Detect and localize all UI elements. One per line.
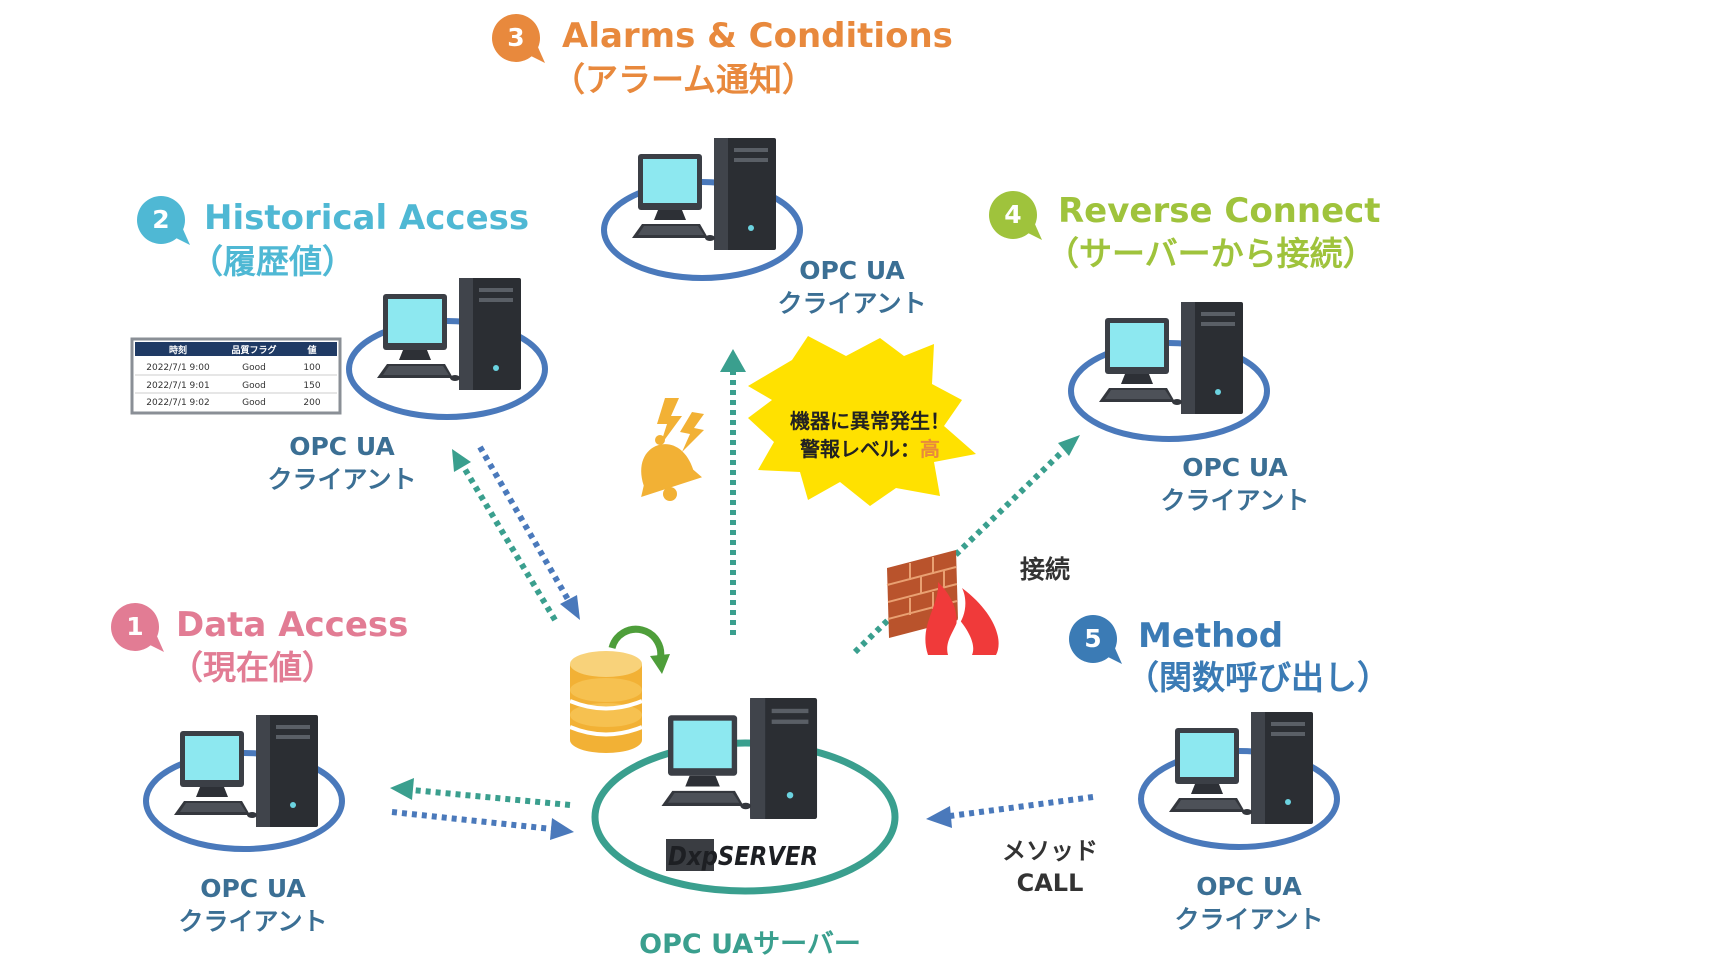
table-cell: 2022/7/1 9:01 bbox=[146, 381, 210, 391]
table-cell: Good bbox=[242, 381, 266, 391]
reverse-connect-label: 接続 bbox=[1020, 555, 1071, 584]
alarm-message-line2: 警報レベル：高 bbox=[770, 435, 970, 463]
client-label-line2: クライアント bbox=[267, 465, 417, 494]
feature-number: 4 bbox=[1004, 200, 1022, 229]
feature-number: 5 bbox=[1084, 624, 1102, 653]
computer-icon bbox=[632, 138, 776, 250]
client-label-historical: OPC UA クライアント bbox=[242, 430, 442, 496]
feature-subtitle-method: （関数呼び出し） bbox=[1126, 658, 1390, 697]
bell-icon bbox=[641, 435, 702, 501]
feature-title-alarms: Alarms & Conditions bbox=[562, 16, 953, 56]
client-label-line1: OPC UA bbox=[200, 874, 306, 903]
table-cell: Good bbox=[242, 363, 266, 373]
arrow-historical-up bbox=[460, 464, 558, 622]
feature-number: 3 bbox=[507, 23, 525, 52]
table-header: 品質フラグ bbox=[231, 344, 276, 356]
server-label: OPC UAサーバー bbox=[639, 929, 861, 960]
fire-icon bbox=[925, 582, 999, 655]
alarm-level-value: 高 bbox=[920, 437, 940, 461]
feature-badge-alarms bbox=[492, 14, 545, 63]
method-call-label: メソッド CALL bbox=[975, 835, 1125, 899]
arrow-historical-down bbox=[477, 445, 573, 605]
feature-title-method: Method bbox=[1138, 616, 1284, 656]
client-label-line2: クライアント bbox=[178, 907, 328, 936]
table-cell: 150 bbox=[303, 381, 320, 391]
computer-icon bbox=[661, 698, 818, 819]
history-table: 時刻 品質フラグ 値 2022/7/1 9:00 Good 100 2022/7… bbox=[130, 337, 342, 415]
feature-badge-historical bbox=[137, 196, 190, 245]
feature-number: 1 bbox=[126, 612, 144, 641]
table-cell: 2022/7/1 9:00 bbox=[146, 363, 210, 373]
alarm-level-prefix: 警報レベル： bbox=[800, 437, 920, 461]
feature-subtitle-alarms: （アラーム通知） bbox=[552, 60, 816, 99]
alert-burst bbox=[748, 336, 976, 506]
table-cell: Good bbox=[242, 398, 266, 408]
server-ring bbox=[591, 739, 899, 895]
computer-icon bbox=[377, 278, 521, 390]
computer-icon bbox=[1099, 302, 1243, 414]
alarm-message: 機器に異常発生！ 警報レベル：高 bbox=[770, 407, 970, 463]
feature-title-historical: Historical Access bbox=[204, 198, 530, 238]
feature-badge-reverse bbox=[989, 191, 1042, 240]
feature-badge-method bbox=[1069, 615, 1122, 664]
client-label-line2: クライアント bbox=[1160, 486, 1310, 515]
database-icon bbox=[569, 651, 643, 753]
client-label-method: OPC UA クライアント bbox=[1149, 870, 1349, 936]
feature-title-data-access: Data Access bbox=[176, 605, 409, 645]
arrow-data-access-left bbox=[411, 787, 571, 808]
arrow-method-call bbox=[949, 794, 1094, 819]
client-label-line2: クライアント bbox=[1174, 905, 1324, 934]
feature-title-reverse: Reverse Connect bbox=[1058, 191, 1381, 231]
dxp-server-logo: DxpSERVER bbox=[666, 838, 822, 872]
computer-icon bbox=[174, 715, 318, 827]
client-label-line1: OPC UA bbox=[289, 432, 395, 461]
table-cell: 200 bbox=[303, 398, 320, 408]
alarm-message-line1: 機器に異常発生！ bbox=[790, 409, 950, 433]
feature-subtitle-reverse: （サーバーから接続） bbox=[1046, 234, 1376, 273]
method-call-line2: CALL bbox=[1016, 869, 1084, 897]
feature-number: 2 bbox=[152, 205, 170, 234]
client-label-data-access: OPC UA クライアント bbox=[153, 872, 353, 938]
table-header: 値 bbox=[306, 344, 316, 356]
arrow-reverse-connect bbox=[852, 448, 1066, 655]
computer-icon bbox=[1169, 712, 1313, 824]
table-header: 時刻 bbox=[169, 344, 187, 356]
client-label-line2: クライアント bbox=[777, 289, 927, 318]
client-label-line1: OPC UA bbox=[799, 256, 905, 285]
server-logo-text: DxpSERVER bbox=[668, 842, 818, 872]
table-cell: 100 bbox=[303, 363, 320, 373]
lightning-icon bbox=[657, 398, 704, 452]
refresh-icon bbox=[608, 625, 670, 674]
arrow-data-access-right bbox=[391, 809, 553, 832]
method-call-line1: メソッド bbox=[1002, 837, 1098, 865]
feature-subtitle-data-access: （現在値） bbox=[170, 648, 335, 687]
client-label-line1: OPC UA bbox=[1182, 453, 1288, 482]
feature-subtitle-historical: （履歴値） bbox=[190, 242, 355, 281]
client-label-line1: OPC UA bbox=[1196, 872, 1302, 901]
table-cell: 2022/7/1 9:02 bbox=[146, 398, 210, 408]
client-label-reverse: OPC UA クライアント bbox=[1135, 451, 1335, 517]
client-label-alarms: OPC UA クライアント bbox=[752, 254, 952, 320]
feature-badge-data-access bbox=[111, 603, 164, 652]
